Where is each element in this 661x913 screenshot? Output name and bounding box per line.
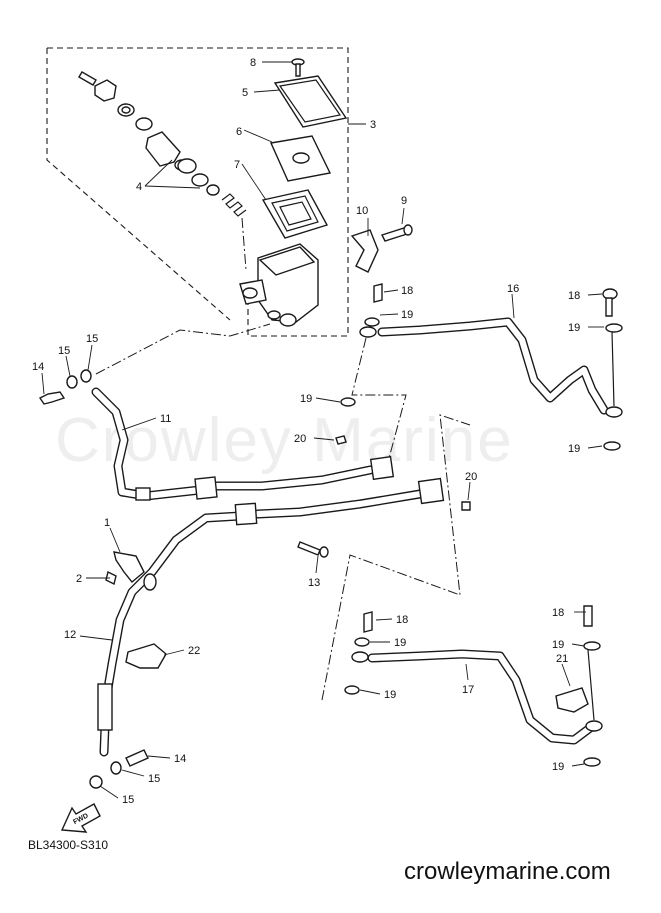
- callout-19-f: 19: [552, 639, 564, 651]
- callout-19-g: 19: [384, 689, 396, 701]
- callout-11: 11: [160, 413, 171, 425]
- bolt-13: [297, 541, 321, 556]
- callout-14-b: 14: [174, 753, 186, 765]
- callout-18-b: 18: [568, 290, 580, 302]
- callout-13: 13: [308, 577, 320, 589]
- callout-18-d: 18: [552, 607, 564, 619]
- callout-20-b: 20: [465, 471, 477, 483]
- diaphragm-7: [261, 189, 329, 239]
- brake-hose-17: [344, 331, 615, 767]
- assembly-boundary: [46, 47, 349, 337]
- callout-4: 4: [136, 181, 142, 193]
- piston-kit-parts: [78, 71, 247, 271]
- brake-hose-16: [340, 283, 623, 451]
- callout-19-a: 19: [401, 309, 413, 321]
- callout-10: 10: [356, 205, 368, 217]
- bolt-20-top: [335, 435, 347, 445]
- callout-6: 6: [236, 126, 242, 138]
- callout-7: 7: [234, 159, 240, 171]
- callout-18-c: 18: [396, 614, 408, 626]
- callout-15-d: 15: [122, 794, 134, 806]
- callout-16: 16: [507, 283, 519, 295]
- callout-15-a: 15: [86, 333, 98, 345]
- callout-12: 12: [64, 629, 76, 641]
- callout-19-c: 19: [300, 393, 312, 405]
- callout-17: 17: [462, 684, 474, 696]
- callout-19-b: 19: [568, 322, 580, 334]
- callout-19-h: 19: [552, 761, 564, 773]
- callout-20-a: 20: [294, 433, 306, 445]
- callout-18-a: 18: [401, 285, 413, 297]
- callout-3: 3: [370, 119, 376, 131]
- site-url[interactable]: crowleymarine.com: [404, 858, 611, 885]
- master-cylinder-body: [239, 243, 319, 327]
- callout-15-c: 15: [148, 773, 160, 785]
- brake-hose-11: [91, 387, 395, 501]
- callout-1: 1: [104, 517, 110, 529]
- clamp-22: [125, 643, 167, 669]
- callout-22: 22: [188, 645, 200, 657]
- callout-5: 5: [242, 87, 248, 99]
- union-bolt-14-bottom: [89, 749, 149, 789]
- watermark: Crowley Marine: [55, 406, 514, 475]
- callout-2: 2: [76, 573, 82, 585]
- screw-8: [291, 58, 305, 77]
- brake-hose-12: [97, 477, 445, 757]
- callout-19-e: 19: [394, 637, 406, 649]
- forward-arrow-icon: FWD: [60, 803, 101, 833]
- handlebar-holder-10: [350, 224, 413, 273]
- callout-9: 9: [401, 195, 407, 207]
- callout-19-d: 19: [568, 443, 580, 455]
- callout-14-a: 14: [32, 361, 44, 373]
- union-bolt-14-top: [38, 369, 92, 405]
- callout-8: 8: [250, 57, 256, 69]
- callout-15-b: 15: [58, 345, 70, 357]
- clamp-1: [105, 551, 145, 586]
- bolt-20-right: [461, 501, 471, 511]
- callout-21: 21: [556, 653, 568, 665]
- reference-code: BL34300-S310: [28, 838, 109, 852]
- reservoir-cap-5: [273, 75, 348, 128]
